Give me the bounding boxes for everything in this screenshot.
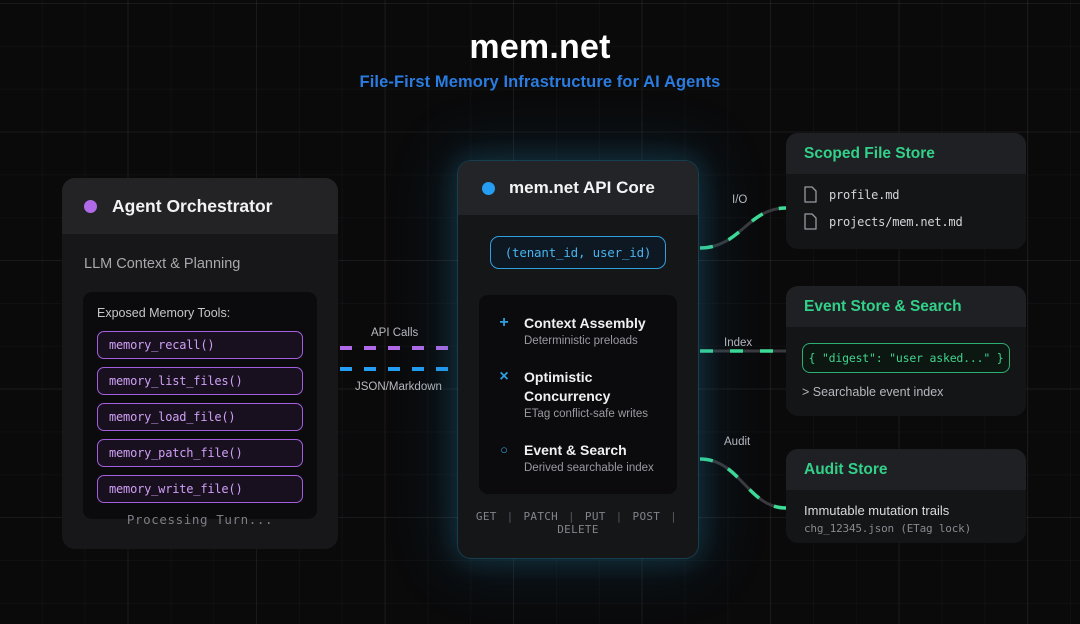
- agent-orchestrator-panel[interactable]: Agent Orchestrator LLM Context & Plannin…: [62, 178, 338, 549]
- document-icon: [804, 213, 817, 230]
- verb-get[interactable]: GET: [475, 510, 497, 523]
- agent-subtitle: LLM Context & Planning: [84, 256, 241, 272]
- audit-file-reference: chg_12345.json (ETag lock): [804, 522, 971, 535]
- feature-subtitle: Deterministic preloads: [524, 335, 638, 347]
- document-icon: [804, 186, 817, 203]
- feature-title: Context Assembly: [524, 315, 646, 331]
- scoped-file-store-panel[interactable]: Scoped File Store profile.md projects/me…: [786, 133, 1026, 249]
- connector-label-json-markdown: JSON/Markdown: [355, 381, 442, 393]
- verb-separator: |: [506, 510, 514, 523]
- verb-separator: |: [670, 510, 678, 523]
- api-core-body: (tenant_id, user_id) + Context Assembly …: [458, 236, 698, 536]
- file-name: projects/mem.net.md: [829, 214, 963, 229]
- event-store-header: Event Store & Search: [786, 286, 1026, 327]
- api-core-title: mem.net API Core: [509, 178, 655, 197]
- file-name: profile.md: [829, 187, 900, 202]
- connector-label-io: I/O: [732, 194, 748, 206]
- audit-store-title: Audit Store: [804, 460, 888, 478]
- page-header: mem.net File-First Memory Infrastructure…: [0, 28, 1080, 92]
- connector-label-audit: Audit: [724, 436, 751, 448]
- tool-chip-memory-write-file[interactable]: memory_write_file(): [97, 475, 303, 503]
- feature-title: Event & Search: [524, 442, 627, 458]
- tool-chip-memory-recall[interactable]: memory_recall(): [97, 331, 303, 359]
- connector-label-index: Index: [724, 337, 753, 349]
- agent-status-text: Processing Turn...: [126, 512, 274, 527]
- scoped-file-store-title: Scoped File Store: [804, 144, 935, 162]
- event-store-title: Event Store & Search: [804, 297, 962, 315]
- feature-subtitle: ETag conflict-safe writes: [524, 408, 648, 420]
- audit-store-panel[interactable]: Audit Store Immutable mutation trails ch…: [786, 449, 1026, 543]
- verb-separator: |: [568, 510, 575, 523]
- connector-label-api-calls: API Calls: [371, 327, 419, 339]
- core-feature-list: + Context Assembly Deterministic preload…: [479, 295, 677, 494]
- connector-io-base: [699, 206, 787, 250]
- status-dot-icon: [84, 199, 97, 213]
- scope-chip[interactable]: (tenant_id, user_id): [490, 236, 666, 269]
- connector-audit-base: [699, 457, 787, 510]
- verb-delete[interactable]: DELETE: [557, 523, 599, 536]
- feature-event-and-search: ○ Event & Search Derived searchable inde…: [479, 441, 677, 474]
- verb-separator: |: [615, 510, 623, 523]
- agent-panel-title: Agent Orchestrator: [112, 195, 273, 216]
- http-verb-list: GET | PATCH | PUT | POST | DELETE: [458, 510, 698, 536]
- audit-store-body: Immutable mutation trails chg_12345.json…: [786, 490, 1026, 535]
- tool-chip-memory-load-file[interactable]: memory_load_file(): [97, 403, 303, 431]
- page-subtitle: File-First Memory Infrastructure for AI …: [359, 73, 721, 92]
- event-store-panel[interactable]: Event Store & Search { "digest": "user a…: [786, 286, 1026, 416]
- event-store-body: { "digest": "user asked..." } > Searchab…: [786, 327, 1026, 399]
- agent-panel-body: LLM Context & Planning Exposed Memory To…: [62, 234, 338, 527]
- file-list-item[interactable]: projects/mem.net.md: [804, 213, 1008, 230]
- plus-icon: +: [499, 314, 509, 331]
- api-core-panel[interactable]: mem.net API Core (tenant_id, user_id) + …: [458, 161, 698, 558]
- verb-patch[interactable]: PATCH: [523, 510, 559, 523]
- connector-audit: [699, 457, 787, 510]
- audit-store-header: Audit Store: [786, 449, 1026, 490]
- feature-optimistic-concurrency: × Optimistic Concurrency ETag conflict-s…: [479, 368, 677, 420]
- file-list-item[interactable]: profile.md: [804, 186, 1008, 203]
- cross-icon: ×: [499, 368, 509, 385]
- api-core-header: mem.net API Core: [458, 161, 698, 215]
- status-dot-icon: [482, 181, 495, 195]
- tool-chip-memory-patch-file[interactable]: memory_patch_file(): [97, 439, 303, 467]
- agent-panel-header: Agent Orchestrator: [62, 178, 338, 234]
- connector-io: [699, 206, 787, 250]
- event-search-note: > Searchable event index: [802, 385, 944, 399]
- scoped-file-store-body: profile.md projects/mem.net.md: [786, 174, 1026, 230]
- audit-description: Immutable mutation trails: [804, 503, 950, 518]
- feature-subtitle: Derived searchable index: [524, 462, 654, 474]
- page-title: mem.net: [469, 28, 611, 66]
- scoped-file-store-header: Scoped File Store: [786, 133, 1026, 174]
- verb-put[interactable]: PUT: [584, 510, 606, 523]
- verb-post[interactable]: POST: [632, 510, 661, 523]
- exposed-tools-box: Exposed Memory Tools: memory_recall() me…: [83, 292, 317, 519]
- feature-context-assembly: + Context Assembly Deterministic preload…: [479, 314, 677, 347]
- feature-title: Optimistic Concurrency: [524, 369, 611, 404]
- event-digest-chip[interactable]: { "digest": "user asked..." }: [802, 343, 1010, 373]
- circle-outline-icon: ○: [500, 442, 508, 457]
- exposed-tools-label: Exposed Memory Tools:: [97, 306, 231, 320]
- tool-chip-memory-list-files[interactable]: memory_list_files(): [97, 367, 303, 395]
